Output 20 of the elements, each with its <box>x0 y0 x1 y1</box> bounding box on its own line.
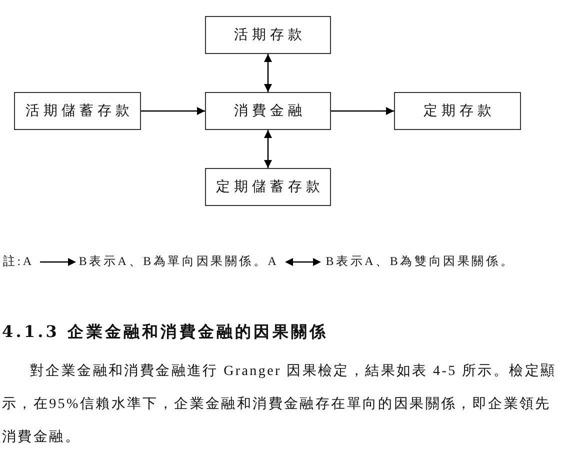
body-paragraph: 對企業金融和消費金融進行 Granger 因果檢定，結果如表 4-5 所示。檢定顯示，在95%信賴水準下，企業金融和消費金融存在單向的因果關係，即企業領先消費金融。 <box>2 362 558 447</box>
process-box <box>394 92 521 130</box>
arrow <box>141 107 205 115</box>
arrow <box>264 130 272 168</box>
box-label: 定期儲蓄存款 <box>215 178 324 196</box>
note-text: B表示A、B為單向因果關係。 <box>78 253 268 270</box>
note-text: 註:A <box>3 253 34 270</box>
box-label: 定期存款 <box>422 102 496 120</box>
box-label: 消費金融 <box>233 102 306 120</box>
arrow <box>264 54 272 92</box>
process-box <box>205 16 331 54</box>
note-text: B表示A、B為雙向因果關係。 <box>326 253 515 270</box>
process-box <box>14 92 141 130</box>
arrow <box>331 107 394 115</box>
box-label: 活期存款 <box>233 26 306 44</box>
note-text: A <box>268 254 279 269</box>
section-heading: 4.1.3 企業金融和消費金融的因果關係 <box>2 322 328 343</box>
box-label: 活期儲蓄存款 <box>24 102 134 120</box>
process-box <box>205 168 331 206</box>
process-box <box>205 92 331 130</box>
